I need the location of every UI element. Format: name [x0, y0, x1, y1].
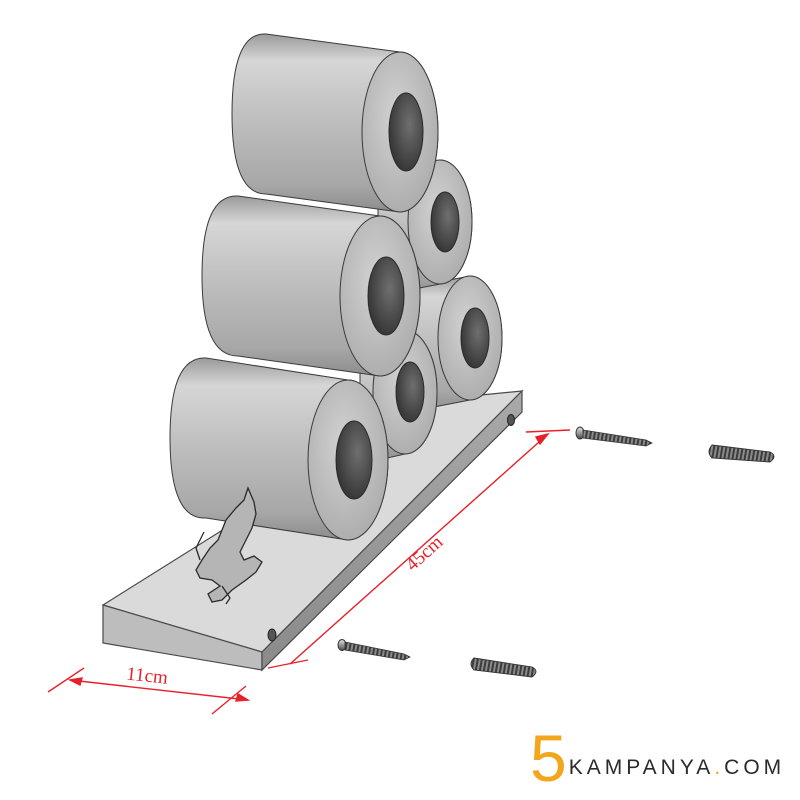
- horse-rider-ornament: [195, 486, 263, 605]
- roll-front-bottom: [169, 357, 389, 541]
- wall-plug-bottom: [470, 657, 537, 678]
- base-mount-hole-back: [507, 414, 515, 426]
- base-mount-hole-front: [267, 628, 277, 642]
- brand-logo: 5 KAMPANYA . COM: [530, 721, 786, 795]
- dimension-length: [267, 429, 571, 669]
- base-side-face: [261, 389, 523, 672]
- screw-top: [575, 426, 653, 447]
- brand-tld: COM: [724, 756, 786, 779]
- brand-digit: 5: [530, 721, 567, 795]
- dimension-width: [47, 667, 251, 715]
- wall-plug-top: [708, 444, 775, 463]
- width-dimension-label: 11cm: [125, 664, 169, 689]
- roll-front-middle: [201, 195, 421, 377]
- brand-name: KAMPANYA: [568, 756, 715, 779]
- length-dimension-label: 45cm: [402, 532, 448, 576]
- roll-front-top: [231, 33, 439, 213]
- brand-dot: .: [714, 756, 725, 779]
- screw-bottom: [337, 639, 411, 661]
